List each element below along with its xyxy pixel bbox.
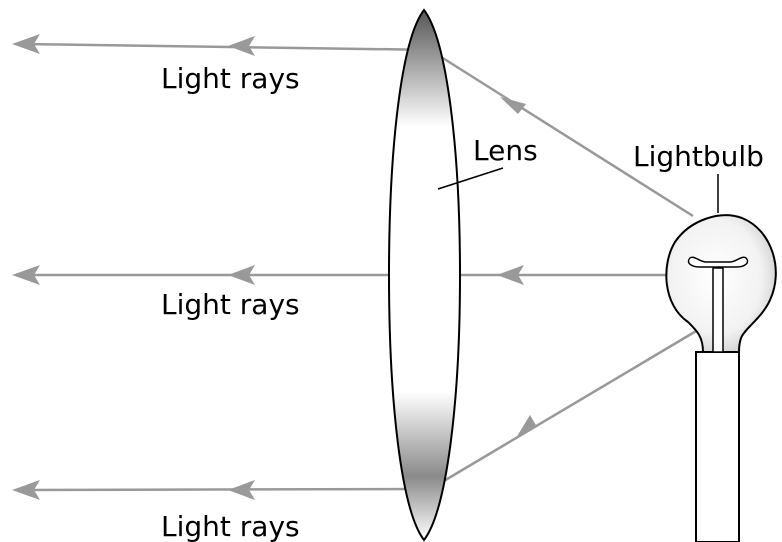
ray-middle-arrowhead-center [228, 265, 255, 285]
lightbulb-base [695, 351, 740, 542]
ray-bottom-arrowhead-tip [12, 480, 40, 500]
ray-top-arrowhead-center [228, 36, 255, 56]
light-rays-label-top: Light rays [161, 62, 300, 95]
lens-label: Lens [473, 134, 538, 167]
ray-bottom-horizontal [21, 487, 433, 492]
lightbulb-label: Lightbulb [633, 140, 764, 173]
lightbulb-filament [687, 256, 749, 268]
light-rays [12, 34, 709, 500]
ray-bottom-diagonal [431, 322, 709, 490]
lens-shape [387, 8, 462, 542]
ray-bottom-arrowhead-mid [516, 415, 537, 438]
ray-bottom-arrowhead-center [228, 480, 255, 500]
ray-top-arrowhead-tip [12, 34, 40, 54]
lightbulb-icon [665, 174, 777, 542]
lightbulb-stem [712, 267, 724, 353]
ray-top-arrowhead-mid [500, 97, 526, 114]
lens-pointer-line [437, 167, 504, 190]
ray-middle-arrowhead-right [497, 265, 524, 285]
ray-middle-arrowhead-tip [12, 265, 40, 285]
light-rays-label-middle: Light rays [161, 288, 300, 321]
ray-top-horizontal [21, 42, 439, 52]
light-rays-label-bottom: Light rays [161, 510, 300, 542]
ray-top-diagonal [437, 53, 694, 218]
